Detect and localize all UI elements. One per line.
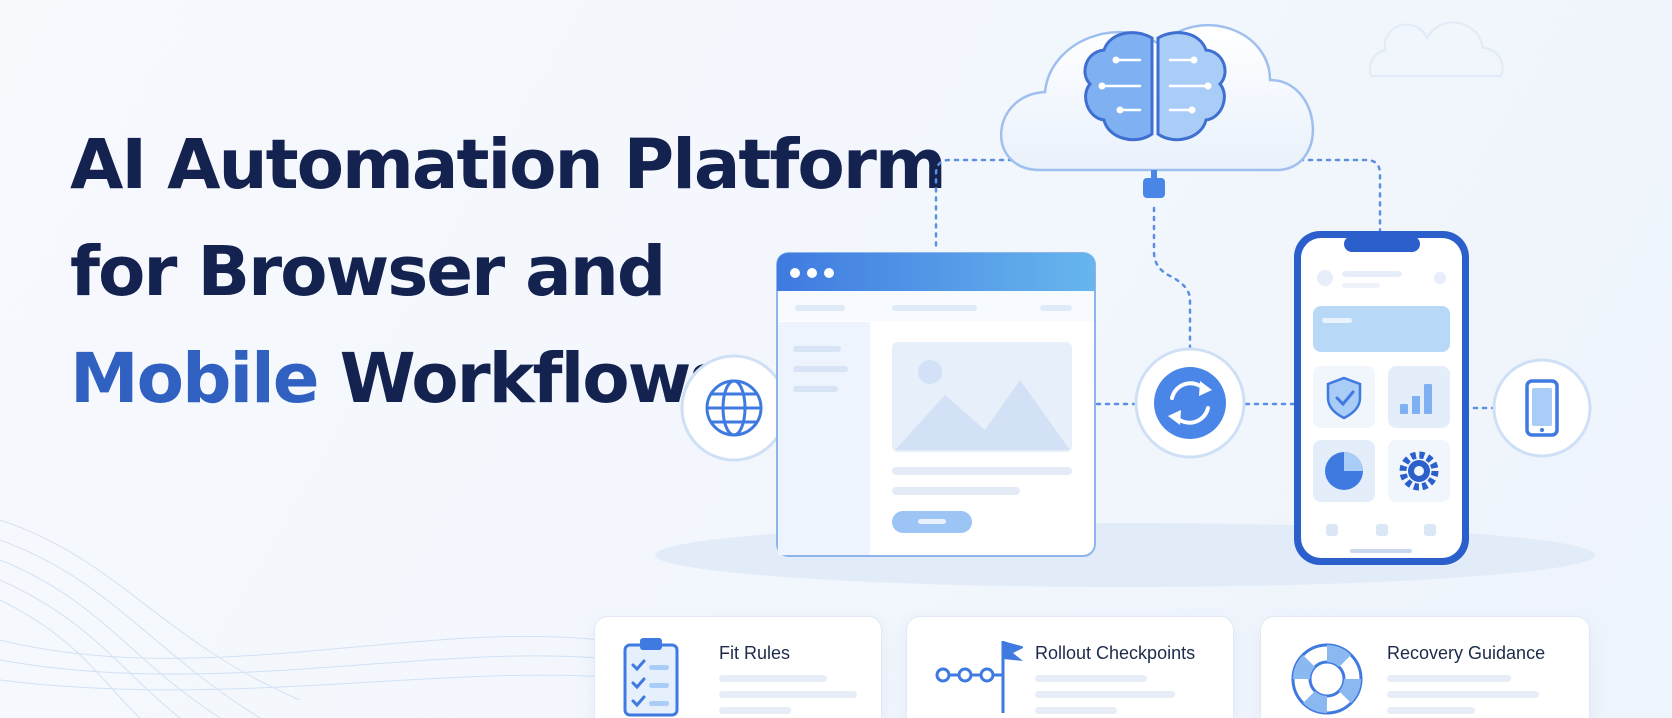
feature-card-rollout-checkpoints[interactable]: Rollout Checkpoints [906,616,1234,718]
feature-title: Fit Rules [719,643,791,663]
phone-badge [1492,358,1592,458]
feature-text-placeholder [1387,691,1539,698]
feature-title: Recovery Guidance [1387,643,1546,663]
feature-card-fit-rules[interactable]: Fit Rules [594,616,882,718]
feature-text-placeholder [1035,691,1175,698]
smartphone-icon [1525,379,1559,437]
feature-text-placeholder [1035,707,1117,714]
feature-text-placeholder [1035,675,1147,682]
brain-circuit-icon [1083,31,1227,142]
sync-badge [1134,347,1246,459]
feature-card-recovery-guidance[interactable]: Recovery Guidance [1260,616,1590,718]
globe-badge [680,354,788,462]
headline-line-2: for Browser and [70,231,666,312]
bar-chart-icon [1400,384,1432,414]
globe-icon [705,379,763,437]
feature-title: Rollout Checkpoints [1035,643,1196,663]
headline-line-3-rest: Workflows [317,338,731,419]
hero-headline: AI Automation Platform for Browser and M… [70,112,947,433]
clipboard-checklist-icon [623,638,679,717]
flag-route-icon [935,641,1023,713]
feature-text-placeholder [719,691,857,698]
feature-text-placeholder [1387,675,1511,682]
feature-text-placeholder [719,707,791,714]
shield-check-icon [1326,376,1362,420]
lifebuoy-icon [1291,643,1363,715]
smartphone-illustration [1294,231,1469,565]
headline-accent-word: Mobile [70,338,320,419]
browser-window [776,252,1096,557]
feature-text-placeholder [719,675,827,682]
headline-line-3: Mobile Workflows [70,326,890,433]
pie-chart-icon [1325,452,1363,490]
headline-line-1: AI Automation Platform [70,125,947,205]
feature-text-placeholder [1387,707,1475,714]
gear-icon [1399,451,1439,491]
